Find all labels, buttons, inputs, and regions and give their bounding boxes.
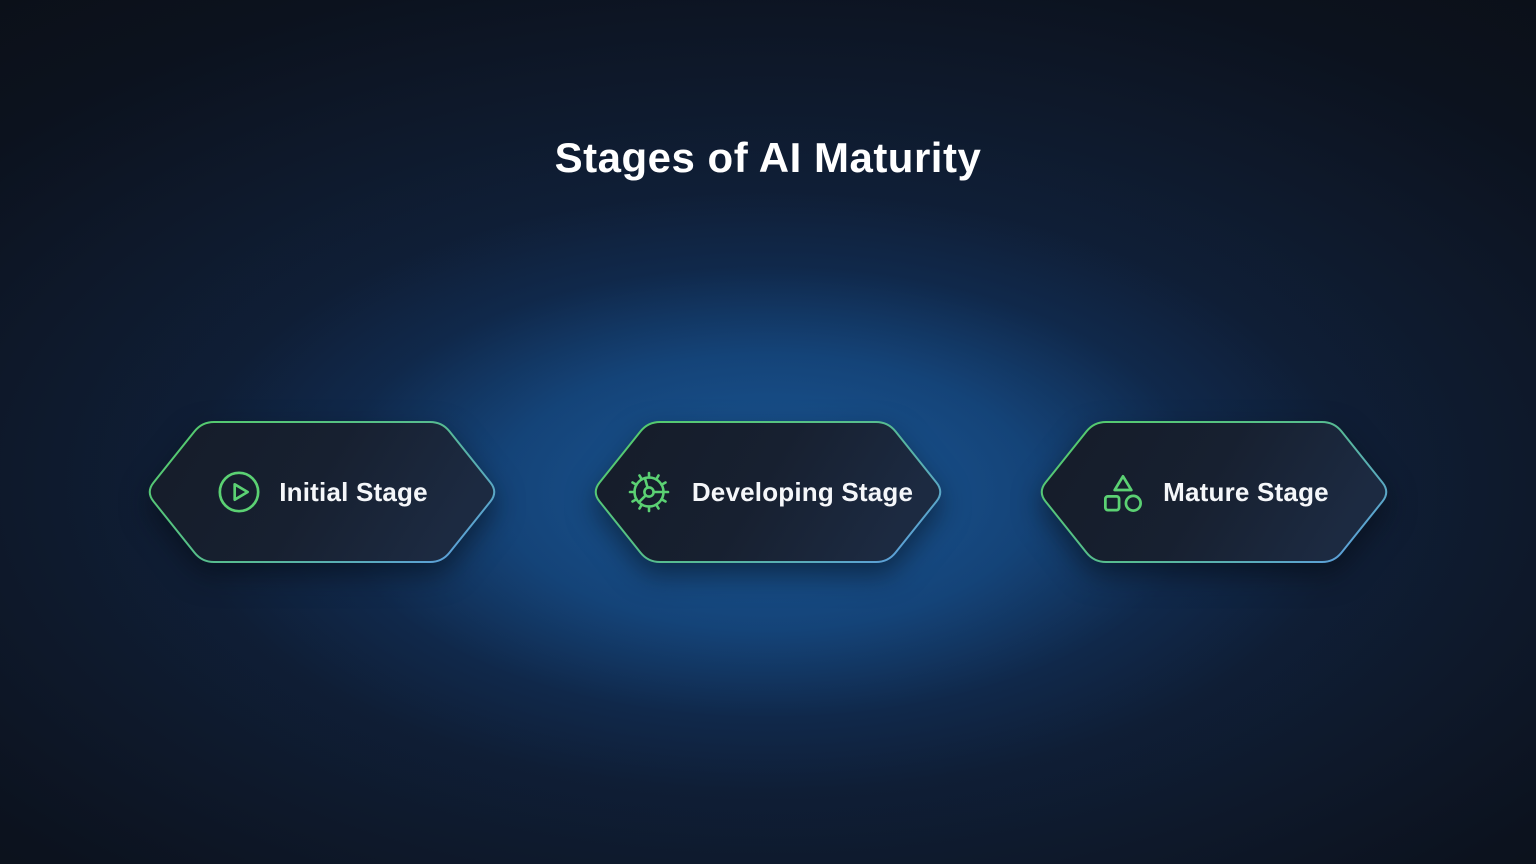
- stages-row: Initial Stage: [0, 418, 1536, 566]
- stage-label: Mature Stage: [1163, 476, 1329, 507]
- stage-card-developing: Developing Stage: [590, 418, 946, 566]
- stage-card-content: Developing Stage: [590, 418, 946, 566]
- gear-icon: [623, 466, 675, 518]
- stage-label: Developing Stage: [691, 476, 914, 507]
- stage-card-content: Mature Stage: [1036, 418, 1392, 566]
- hexagon-shape: [148, 421, 496, 563]
- hexagon-shape: [1040, 421, 1388, 563]
- play-circle-icon: [216, 469, 262, 515]
- stage-label: Initial Stage: [279, 476, 428, 507]
- stage-card-content: Initial Stage: [144, 418, 500, 566]
- gear-teeth: [628, 471, 670, 513]
- page-title: Stages of AI Maturity: [554, 134, 982, 181]
- stage-card-mature: Mature Stage: [1036, 418, 1392, 566]
- shapes-icon: [1099, 469, 1146, 516]
- stage-card-initial: Initial Stage: [144, 418, 500, 566]
- hexagon-shape: [594, 421, 942, 563]
